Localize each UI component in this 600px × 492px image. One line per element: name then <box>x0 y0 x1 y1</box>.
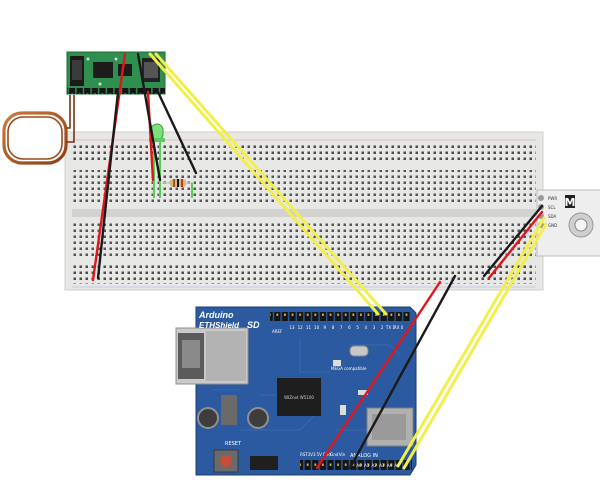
digital-pin-label-1: 12 <box>298 325 304 330</box>
power-pin-label-2: 5V <box>317 452 323 457</box>
digital-pin-label-4: 9 <box>324 325 327 330</box>
wire-black-gnd <box>348 274 457 470</box>
sensor-pin-label-gnd: GND <box>548 223 557 228</box>
wire-black-sensor-gnd <box>482 204 544 278</box>
digital-pin-label-3: 10 <box>314 325 320 330</box>
sensor-pin-label-scl: SCL <box>548 205 556 210</box>
wire-black-rfid-gnd2 <box>136 52 162 182</box>
shield-sd-label: SD <box>247 320 260 330</box>
wire-black-rfid-gnd <box>96 90 120 280</box>
reset-label: RESET <box>225 441 242 447</box>
wire-red-5v <box>315 280 442 470</box>
analog-pin-label-3: A3 <box>379 463 385 468</box>
sensor-pin-label-pwr: PWR <box>548 196 557 201</box>
mega-compatible-label: MEGA compatible <box>331 366 367 371</box>
sensor-logo: M <box>565 196 576 209</box>
resistor <box>162 179 194 198</box>
digital-pin-label-8: 5 <box>356 325 359 330</box>
digital-pin-label-13: RX 0 <box>394 325 404 330</box>
digital-pin-label-6: 7 <box>340 325 343 330</box>
digital-pin-label-2: 11 <box>306 325 312 330</box>
digital-pin-label-10: 3 <box>373 325 376 330</box>
shield-model: ETHShield <box>199 321 240 330</box>
wire-yellow-rfid-to-d3 <box>154 52 388 316</box>
antenna-coil <box>2 95 75 165</box>
digital-pin-label-11: 2 <box>381 325 384 330</box>
power-pin-label-4: Gnd <box>330 452 339 457</box>
power-pin-label-0: RST <box>300 452 308 457</box>
digital-pin-label-9: 4 <box>365 325 368 330</box>
breadboard <box>64 131 544 291</box>
power-pin-label-5: Vin <box>339 452 346 457</box>
analog-pin-label-4: A4 <box>387 463 393 468</box>
power-pin-label-1: 3V3 <box>308 452 316 457</box>
analog-pin-label-2: A2 <box>372 463 378 468</box>
aref-label: AREF <box>272 329 283 334</box>
digital-pin-label-0: 13 <box>289 325 295 330</box>
wire-black-led-gnd <box>156 90 198 175</box>
analog-pin-label-1: A1 <box>364 463 370 468</box>
wire-yellow-sensor-sda <box>402 222 548 470</box>
w5100-chip-label: WIZnet W5100 <box>284 395 314 400</box>
shield-brand: Arduino <box>198 310 234 320</box>
wire-yellow-sensor-scl <box>396 216 546 468</box>
sensor-pin-label-sda: SDA <box>548 214 557 219</box>
wire-red-sensor-pwr <box>487 210 544 280</box>
arduino-ethernet-shield: WIZnet W5100 Arduino ETHShield SD MEGA c… <box>175 306 417 476</box>
rfid-reader-module <box>66 51 166 95</box>
wires <box>91 52 548 470</box>
wire-red-led <box>146 90 155 182</box>
analog-pin-label-0: A0 <box>356 463 362 468</box>
digital-pin-label-7: 6 <box>348 325 351 330</box>
analog-in-label: ANALOG IN <box>350 453 378 459</box>
digital-pin-label-5: 8 <box>332 325 335 330</box>
wire-yellow-rfid-to-d2 <box>148 52 380 316</box>
digital-pin-label-12: TX 1 <box>385 325 395 330</box>
